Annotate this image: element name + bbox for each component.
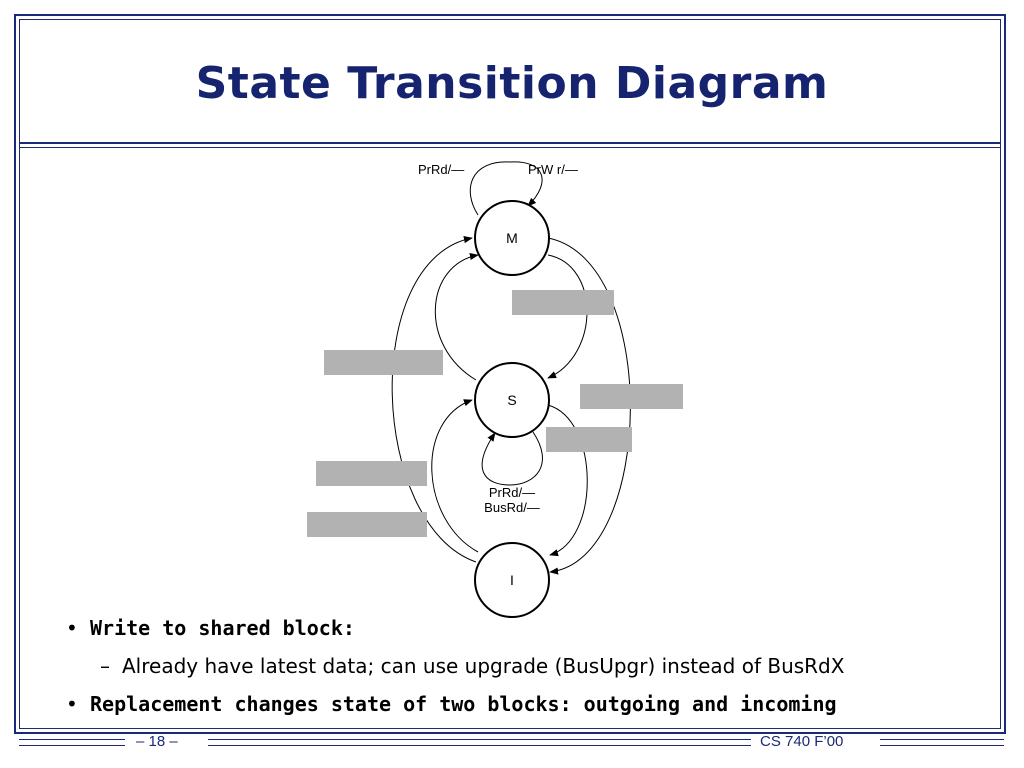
slide-title: State Transition Diagram <box>195 58 829 109</box>
edge-s-to-i <box>547 404 588 557</box>
sub-bullet-marker: – <box>100 654 110 678</box>
label-m-self-read: PrRd/— <box>418 162 464 177</box>
bullet-text: Write to shared block: <box>90 616 355 640</box>
hidden-label-box <box>307 512 427 537</box>
state-i: I <box>474 542 550 618</box>
edge-i-to-m <box>391 236 477 563</box>
footer-rule-middle <box>208 739 751 746</box>
bullet-marker: • <box>66 616 78 640</box>
page-number: – 18 – <box>136 733 178 750</box>
hidden-label-box <box>512 290 614 315</box>
edge-m-self-write <box>509 161 543 207</box>
edge-s-to-m <box>434 252 479 381</box>
hidden-label-box <box>324 350 443 375</box>
state-s: S <box>474 362 550 438</box>
sub-bullet-upgrade: –Already have latest data; can use upgra… <box>100 654 844 678</box>
bullet-replacement: • Replacement changes state of two blocks… <box>66 692 837 716</box>
bullet-marker: • <box>66 692 78 716</box>
bullet-text: Replacement changes state of two blocks:… <box>90 692 837 716</box>
state-m: M <box>474 200 550 276</box>
footer-rule-right <box>880 739 1004 746</box>
state-s-label: S <box>507 392 516 408</box>
edge-i-to-s <box>431 399 479 553</box>
course-label: CS 740 F’00 <box>760 733 844 750</box>
hidden-label-box <box>546 427 632 452</box>
state-m-label: M <box>506 230 518 246</box>
hidden-label-box <box>316 461 427 486</box>
edge-m-to-s <box>547 254 588 379</box>
footer-rule-left <box>19 739 125 746</box>
edge-m-self-read <box>469 161 511 216</box>
edge-s-self-loop <box>481 431 543 486</box>
slide-outer-frame <box>14 14 1006 734</box>
hidden-label-box <box>580 384 683 409</box>
label-m-self-write: PrW r/— <box>528 162 578 177</box>
label-s-self-busrd: BusRd/— <box>484 500 540 515</box>
label-s-self-read: PrRd/— <box>489 485 535 500</box>
slide-inner-frame <box>19 19 1001 729</box>
state-i-label: I <box>510 572 514 588</box>
sub-bullet-text: Already have latest data; can use upgrad… <box>122 654 845 678</box>
bullet-write-shared: • Write to shared block: <box>66 616 355 640</box>
title-divider-thick <box>19 142 1001 144</box>
title-divider-thin <box>19 147 1001 148</box>
